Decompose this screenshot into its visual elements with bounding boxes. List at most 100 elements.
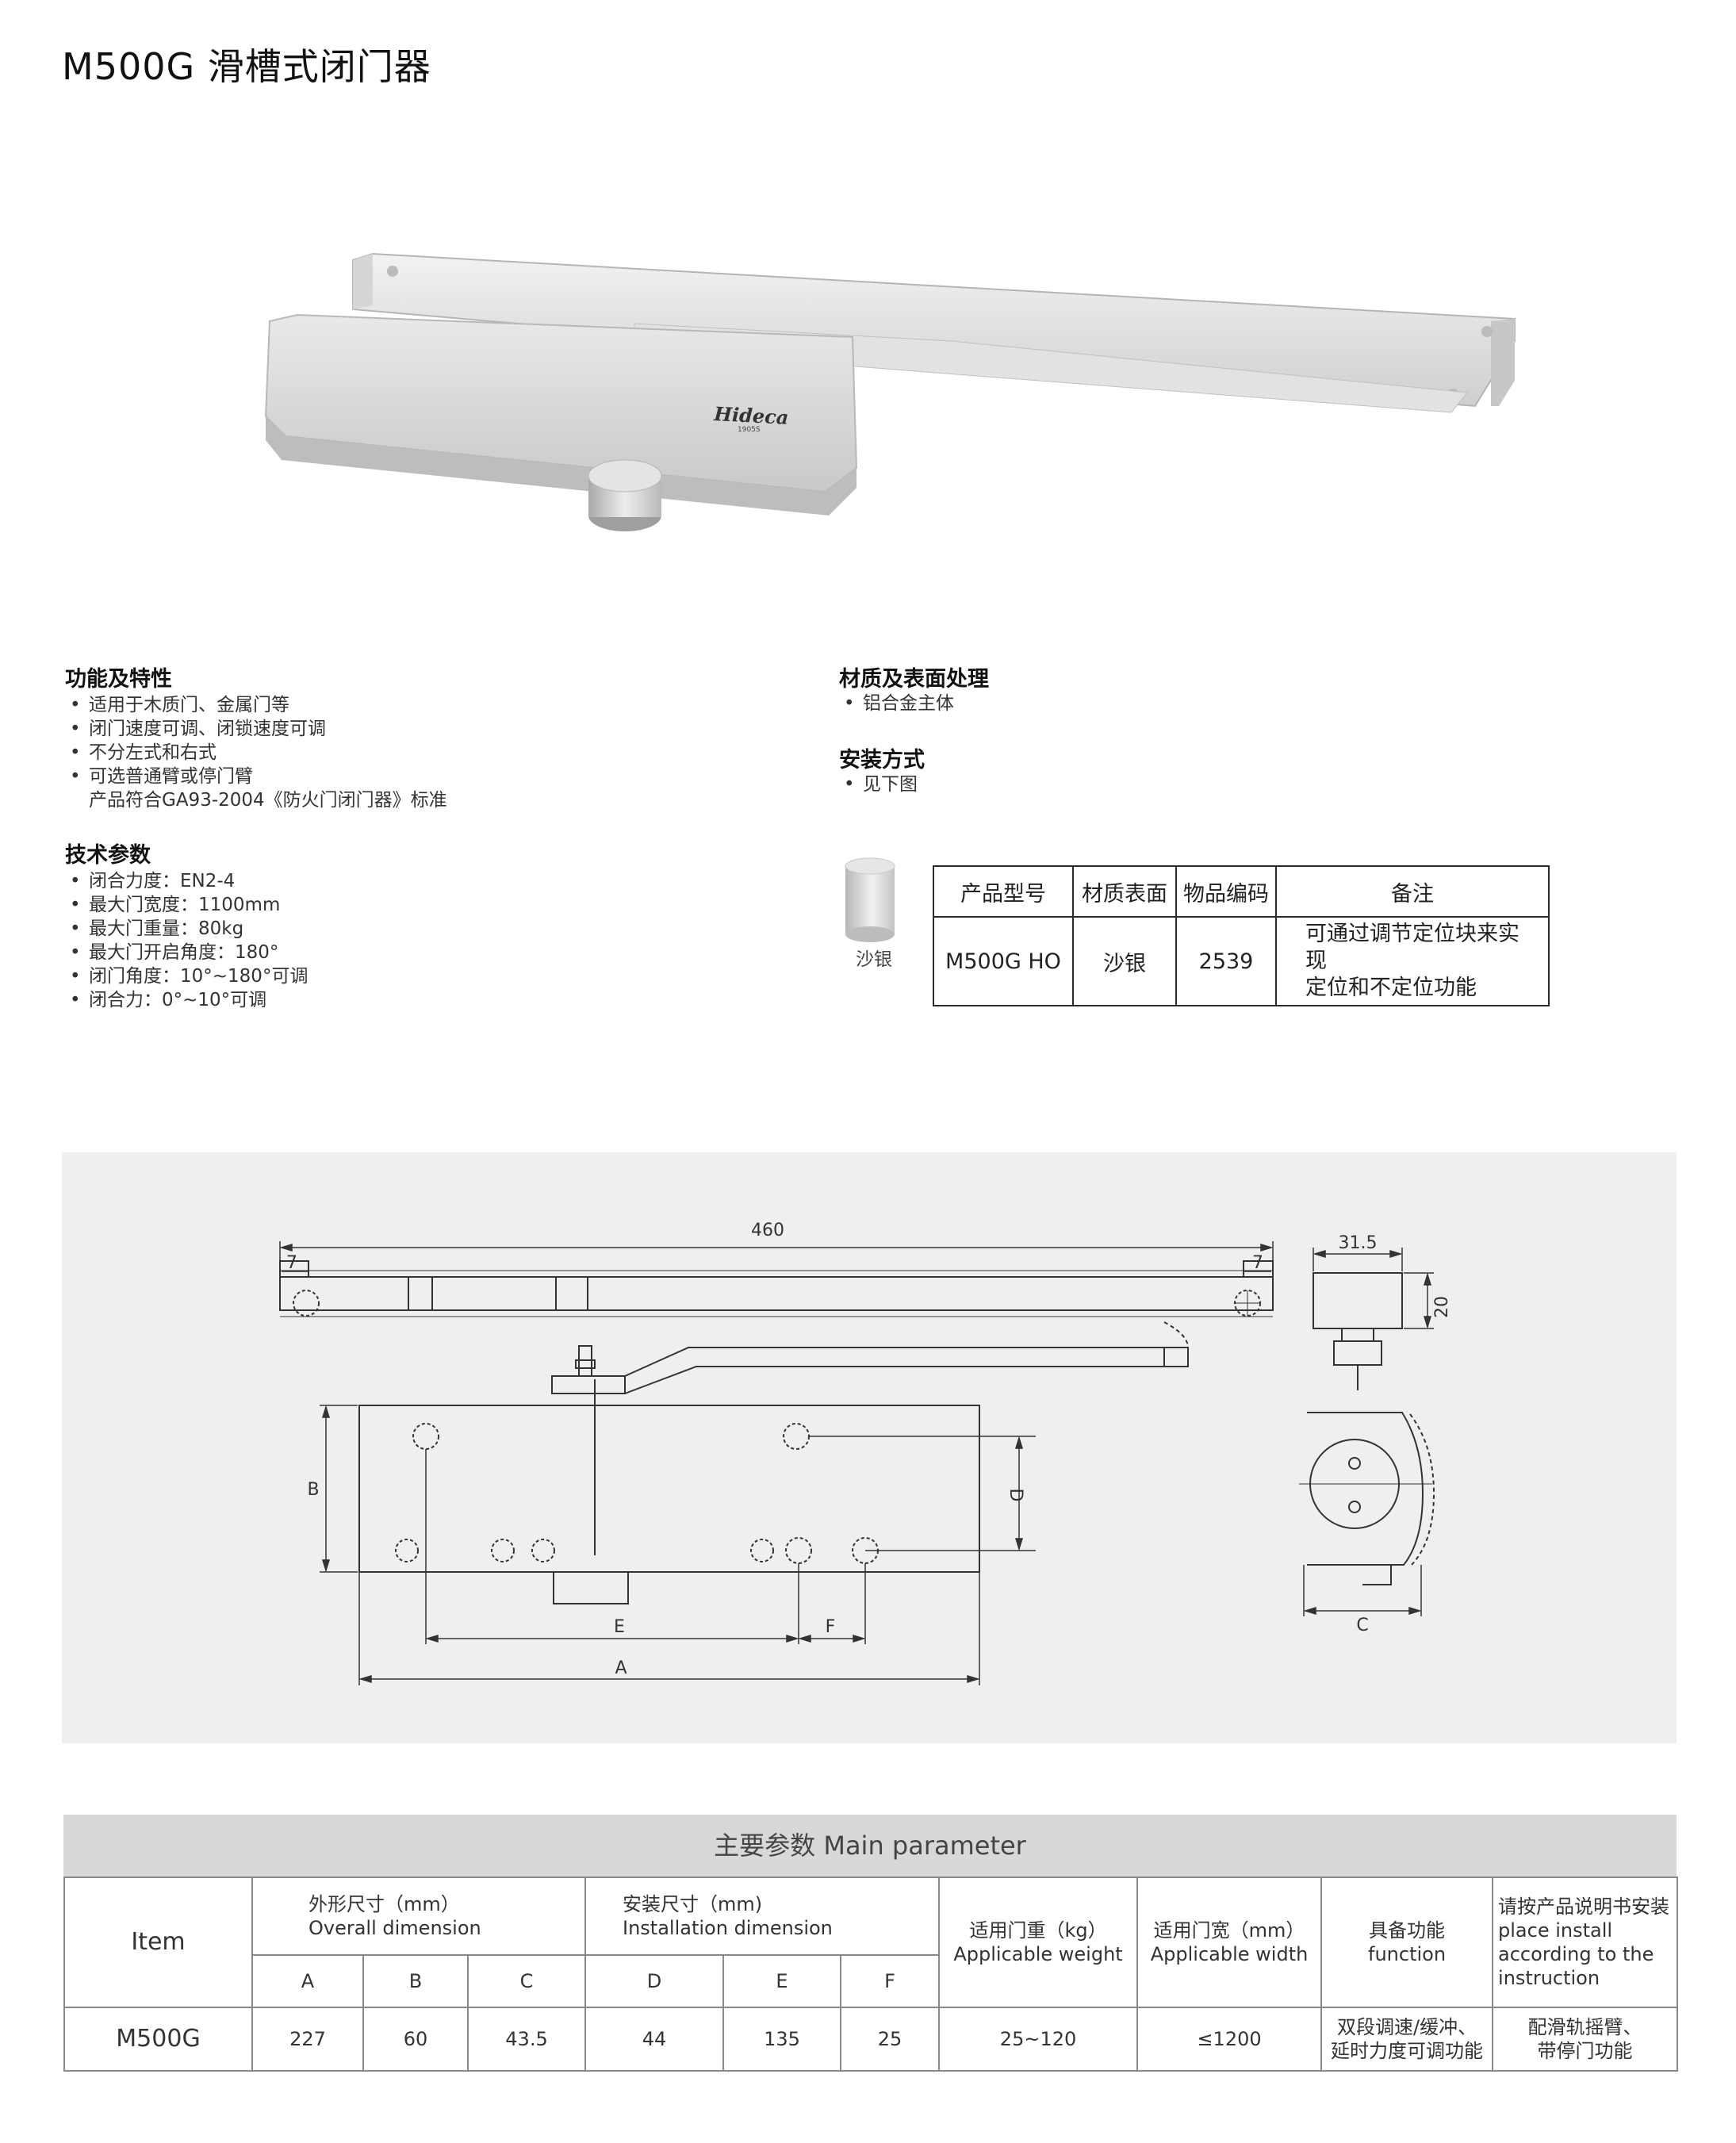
cell-A: 227 [251,2007,364,2072]
cell-function: 双段调速/缓冲、 延时力度可调功能 [1320,2007,1494,2072]
cell-surface: 沙银 [1072,916,1177,1006]
header-en: function [1368,1943,1447,1965]
cell-B: 60 [362,2007,469,2072]
col-E-header: E [722,1954,842,2008]
cell-C: 43.5 [466,2007,587,2072]
instruction-line: place install [1498,1919,1613,1942]
cell-D: 44 [584,2007,725,2072]
list-item: 适用于木质门、金属门等 [65,693,447,717]
extra-line: 配滑轨摇臂、 [1527,2016,1642,2038]
finish-swatch [845,857,895,942]
features-list: 适用于木质门、金属门等 闭门速度可调、闭锁速度可调 不分左式和右式 可选普通臂或… [65,693,447,812]
cell-model: M500G [63,2007,253,2072]
tech-list: 闭合力度：EN2-4 最大门宽度：1100mm 最大门重量：80kg 最大门开启… [65,869,308,1012]
col-A-header: A [251,1954,364,2008]
list-item: 见下图 [839,772,918,796]
install-list: 见下图 [839,772,918,796]
header-en: Applicable weight [953,1943,1123,1965]
dim-C-label: C [1356,1616,1368,1635]
header-cn: 适用门重（kg） [969,1919,1107,1942]
header-en: Applicable width [1150,1943,1309,1965]
spec-table: 产品型号 材质表面 物品编码 备注 M500G HO 沙银 2539 可通过调节… [933,865,1550,1006]
brand-sub: 1905S [738,426,761,434]
col-C-header: C [466,1954,587,2008]
col-F-header: F [840,1954,941,2008]
dim-A-label: A [615,1658,627,1678]
standard-note: 产品符合GA93-2004《防火门闭门器》标准 [89,790,447,811]
cell-extra: 配滑轨摇臂、 带停门功能 [1492,2007,1679,2072]
function-line: 双段调速/缓冲、 [1336,2016,1477,2038]
function-line: 延时力度可调功能 [1331,2040,1484,2062]
header-cn: 安装尺寸（mm) [623,1893,763,1915]
header-cn: 适用门宽（mm） [1153,1919,1305,1942]
dim-7-right-label: 7 [1252,1253,1263,1273]
instruction-line: 请按产品说明书安装 [1498,1896,1670,1918]
cell-model: M500G HO [933,916,1074,1006]
list-item: 铝合金主体 [839,692,954,715]
function-header: 具备功能 function [1320,1877,1494,2008]
main-parameter-table: Item 外形尺寸（mm） Overall dimension 安装尺寸（mm)… [63,1877,1679,2072]
dim-F-label: F [826,1617,836,1637]
list-item: 不分左式和右式 [65,741,447,765]
instruction-header: 请按产品说明书安装 place install according to the… [1492,1877,1679,2008]
extra-line: 带停门功能 [1537,2040,1633,2062]
dim-20-label: 20 [1432,1296,1452,1318]
install-heading: 安装方式 [839,748,925,772]
list-item: 最大门重量：80kg [65,917,308,941]
material-list: 铝合金主体 [839,692,954,715]
header-en: Installation dimension [623,1917,833,1939]
tech-heading: 技术参数 [65,843,151,868]
header-model: 产品型号 [933,865,1074,918]
table-header-row: Item 外形尺寸（mm） Overall dimension 安装尺寸（mm)… [63,1877,1679,2008]
header-surface: 材质表面 [1072,865,1177,918]
dim-7-left-label: 7 [286,1253,297,1273]
cell-weight: 25~120 [938,2007,1139,2072]
product-image: Hideca 1905S [264,252,1516,531]
list-item: 闭合力：0°~10°可调 [65,988,308,1012]
note-line: 可通过调节定位块来实现 [1305,922,1519,973]
weight-header: 适用门重（kg） Applicable weight [938,1877,1139,2008]
page-title: M500G 滑槽式闭门器 [62,45,431,88]
header-code: 物品编码 [1175,865,1277,918]
header-en: Overall dimension [308,1917,481,1939]
item-header: Item [63,1877,253,2008]
dim-E-label: E [614,1617,625,1637]
dim-31-5-label: 31.5 [1339,1233,1378,1253]
dim-460-label: 460 [751,1221,784,1240]
instruction-line: according to the [1498,1943,1654,1965]
table-subheader-row: A B C D E F [64,1954,1677,2008]
dim-D-label: D [1006,1489,1025,1502]
dim-B-label: B [307,1480,319,1500]
cell-E: 135 [722,2007,842,2072]
header-cn: 具备功能 [1369,1919,1446,1942]
cell-code: 2539 [1175,916,1277,1006]
list-item: 闭门角度：10°~180°可调 [65,964,308,988]
material-heading: 材质及表面处理 [839,667,989,692]
features-heading: 功能及特性 [65,667,172,692]
table-header-row: 产品型号 材质表面 物品编码 备注 [933,865,1550,918]
installation-dimension-header: 安装尺寸（mm) Installation dimension [584,1877,941,1956]
table-row: M500G HO 沙银 2539 可通过调节定位块来实现 定位和不定位功能 [933,916,1550,1006]
technical-drawing: 460 7 7 31.5 20 B D E F A C [279,1221,1452,1685]
cell-note: 可通过调节定位块来实现 定位和不定位功能 [1275,916,1550,1006]
cell-F: 25 [840,2007,941,2072]
main-parameter-title: 主要参数 Main parameter [63,1815,1677,1877]
brand-logo: Hideca [713,402,789,429]
col-D-header: D [584,1954,725,2008]
list-item: 闭合力度：EN2-4 [65,869,308,893]
instruction-line: instruction [1498,1967,1600,1989]
header-cn: 外形尺寸（mm） [308,1893,460,1915]
drawing-panel [62,1152,1677,1743]
overall-dimension-header: 外形尺寸（mm） Overall dimension [251,1877,587,1956]
finish-label: 沙银 [856,949,892,970]
list-item: 可选普通臂或停门臂 [65,765,447,788]
col-B-header: B [362,1954,469,2008]
note-line: 定位和不定位功能 [1305,976,1477,1000]
list-item: 最大门宽度：1100mm [65,893,308,917]
header-note: 备注 [1275,865,1550,918]
cell-width: ≤1200 [1136,2007,1323,2072]
width-header: 适用门宽（mm） Applicable width [1136,1877,1323,2008]
list-item: 最大门开启角度：180° [65,941,308,964]
table-row: M500G 227 60 43.5 44 135 25 25~120 ≤1200… [63,2007,1679,2072]
list-item: 闭门速度可调、闭锁速度可调 [65,717,447,741]
